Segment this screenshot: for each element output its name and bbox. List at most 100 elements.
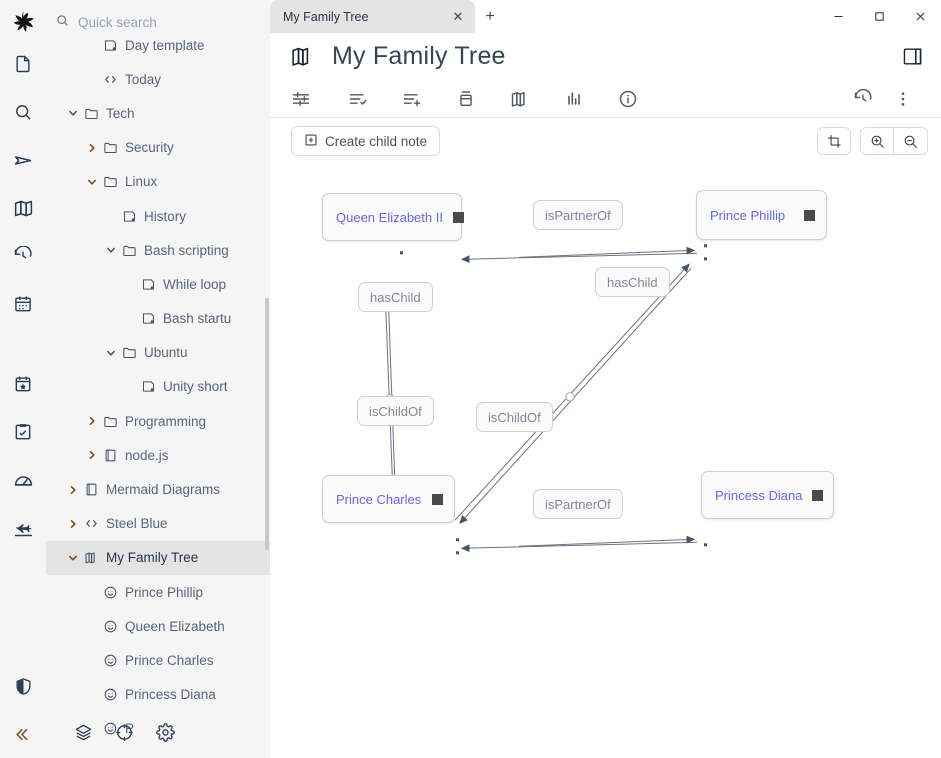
search-icon	[56, 14, 69, 32]
edge-label-ispartnerof[interactable]: isPartnerOf	[533, 489, 623, 519]
graph-node-handle[interactable]	[452, 211, 464, 223]
close-window-button[interactable]	[900, 0, 941, 33]
minimize-button[interactable]	[818, 0, 859, 33]
quick-search-bar[interactable]	[46, 0, 270, 45]
edge-label-haschild[interactable]: hasChild	[358, 282, 433, 312]
tree-item-princess-diana[interactable]: Princess Diana	[46, 678, 270, 712]
tree-item-mermaid-diagrams[interactable]: Mermaid Diagrams	[46, 472, 270, 506]
rail-item-recent[interactable]	[0, 232, 46, 280]
tree-item-prince-charles[interactable]: Prince Charles	[46, 643, 270, 677]
edge-label-ischildof[interactable]: isChildOf	[357, 396, 434, 426]
tree-item-label: Programming	[125, 413, 207, 429]
tree-item-linux[interactable]: Linux	[46, 165, 270, 199]
chevron-right-icon[interactable]	[65, 519, 81, 529]
tree-item-programming[interactable]: Programming	[46, 404, 270, 438]
toolbar-add-list-item[interactable]	[385, 84, 439, 114]
close-icon[interactable]: ✕	[452, 8, 464, 24]
tree-item-history[interactable]: History	[46, 199, 270, 233]
create-child-note-button[interactable]: Create child note	[291, 126, 441, 156]
zoom-in-button[interactable]	[860, 127, 894, 155]
rail-item-notes[interactable]	[0, 40, 46, 88]
tree-item-label: Linux	[125, 174, 158, 190]
tree-item-tech[interactable]: Tech	[46, 96, 270, 130]
rail-item-calendar[interactable]	[0, 280, 46, 328]
graph-node-queen[interactable]: Queen Elizabeth II	[322, 193, 464, 241]
chevron-right-icon[interactable]	[84, 143, 100, 153]
edge-label-ischildof[interactable]: isChildOf	[476, 402, 553, 432]
chevron-right-icon[interactable]	[84, 416, 100, 426]
tree-item-bash-startu[interactable]: Bash startu	[46, 302, 270, 336]
chevron-down-icon[interactable]	[103, 348, 119, 358]
rail-item-search[interactable]	[0, 88, 46, 136]
tree-scrollbar[interactable]	[265, 298, 269, 550]
edge-label-haschild[interactable]: hasChild	[595, 267, 670, 297]
tree-item-ubuntu[interactable]: Ubuntu	[46, 336, 270, 370]
right-panel-icon[interactable]	[902, 46, 923, 67]
tree-item-bash-scripting[interactable]: Bash scripting	[46, 233, 270, 267]
rail-bottom-group	[0, 662, 46, 758]
tree-item-unity-short[interactable]: Unity short	[46, 370, 270, 404]
toolbar-map-view[interactable]	[493, 84, 547, 114]
rail-item-book-map[interactable]	[0, 184, 46, 232]
tree-item-my-family-tree[interactable]: My Family Tree	[46, 540, 270, 575]
chevron-right-icon[interactable]	[65, 485, 81, 495]
graph-node-diana[interactable]: Princess Diana	[701, 471, 834, 519]
note-icon	[138, 277, 158, 292]
person-circle-icon	[100, 585, 120, 600]
rail-item-tasks[interactable]	[0, 408, 46, 456]
maximize-button[interactable]	[859, 0, 900, 33]
chevron-down-icon[interactable]	[84, 177, 100, 187]
graph-action-row: Create child note	[270, 118, 941, 164]
person-circle-icon	[100, 721, 120, 736]
tree-item-queen-elizabeth[interactable]: Queen Elizabeth	[46, 609, 270, 643]
tree-item-label: Day template	[125, 37, 205, 53]
fit-to-view-button[interactable]	[817, 127, 851, 155]
rail-item-travel[interactable]	[0, 504, 46, 552]
tree-item-today[interactable]: Today	[46, 62, 270, 96]
chevron-down-icon[interactable]	[65, 553, 81, 563]
rail-item-week[interactable]	[0, 360, 46, 408]
tree-item-label: Prince Phillip	[125, 584, 204, 600]
toolbar-more-options[interactable]	[883, 84, 923, 114]
chevron-down-icon[interactable]	[103, 245, 119, 255]
chevron-down-icon[interactable]	[65, 108, 81, 118]
search-input[interactable]	[78, 15, 238, 30]
new-tab-button[interactable]: +	[485, 7, 495, 25]
tree-item-steel-blue[interactable]: Steel Blue	[46, 507, 270, 541]
graph-node-charles[interactable]: Prince Charles	[322, 475, 455, 523]
crosshair-icon[interactable]	[115, 723, 134, 747]
person-circle-icon	[100, 653, 120, 668]
layers-icon[interactable]	[74, 723, 93, 747]
graph-node-handle[interactable]	[812, 489, 824, 501]
graph-node-label: Princess Diana	[715, 487, 803, 503]
toolbar-note-revisions[interactable]	[843, 84, 883, 114]
edge-label-ispartnerof[interactable]: isPartnerOf	[533, 200, 623, 230]
zoom-out-button[interactable]	[894, 127, 928, 155]
graph-node-handle[interactable]	[804, 209, 815, 221]
toolbar-note-info[interactable]	[601, 84, 655, 114]
rail-item-dashboard[interactable]	[0, 456, 46, 504]
toolbar-task-list[interactable]	[331, 84, 385, 114]
note-icon	[100, 38, 120, 53]
graph-node-handle[interactable]	[432, 493, 443, 505]
rail-item-collapse-sidebar[interactable]	[0, 710, 46, 758]
folder-icon	[100, 414, 120, 429]
tree-item-node-js[interactable]: node.js	[46, 438, 270, 472]
graph-node-phillip[interactable]: Prince Phillip	[696, 190, 827, 240]
tab-my-family-tree[interactable]: My Family Tree ✕	[270, 0, 475, 33]
tree-item-label: Security	[125, 140, 174, 156]
app-logo[interactable]	[9, 4, 37, 40]
toolbar-note-options[interactable]	[291, 84, 331, 114]
rail-item-protected-session[interactable]	[0, 662, 46, 710]
rail-item-send[interactable]	[0, 136, 46, 184]
tree-item-day-template[interactable]: Day template	[46, 28, 270, 62]
tree-item-security[interactable]: Security	[46, 131, 270, 165]
gear-icon[interactable]	[156, 723, 175, 747]
toolbar-archive[interactable]	[439, 84, 493, 114]
folder-icon	[119, 243, 139, 258]
tree-item-while-loop[interactable]: While loop	[46, 267, 270, 301]
tree-item-prince-phillip[interactable]: Prince Phillip	[46, 575, 270, 609]
chevron-right-icon[interactable]	[84, 450, 100, 460]
toolbar-statistics[interactable]	[547, 84, 601, 114]
